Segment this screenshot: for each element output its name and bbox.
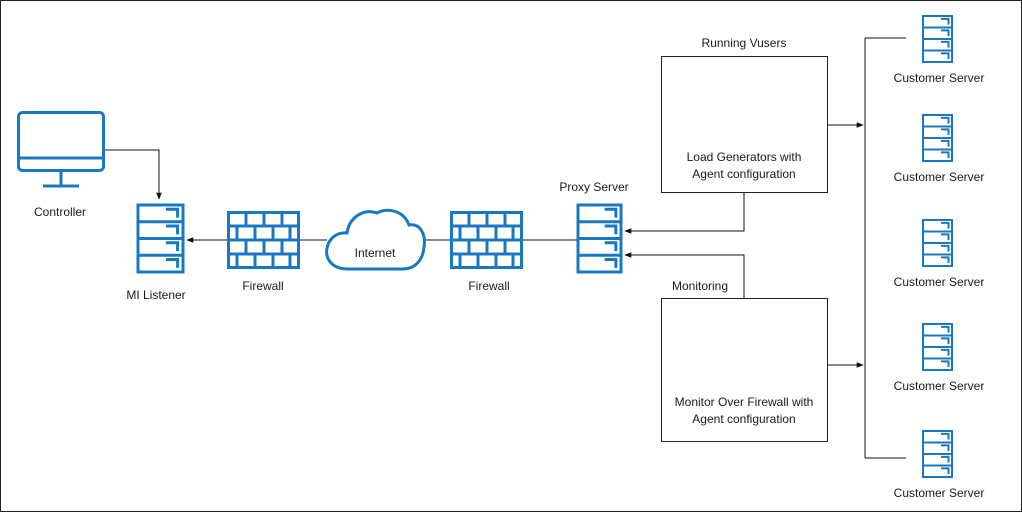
customer-server-icon — [922, 114, 953, 162]
controller-label: Controller — [33, 205, 87, 219]
customer-server-icon — [922, 219, 953, 267]
internet-label: Internet — [354, 246, 396, 260]
monitor-line1: Monitor Over Firewall with — [674, 395, 814, 409]
monitor-to-proxy-link — [624, 252, 745, 298]
mi-listener-server-icon — [136, 203, 185, 274]
customer-server-icon — [922, 323, 953, 371]
monitor-line2: Agent configuration — [692, 412, 796, 426]
server-icons-layer — [136, 15, 953, 478]
cloud-icon — [325, 208, 426, 271]
running-vusers-title: Running Vusers — [701, 36, 787, 50]
customer-server-icon — [922, 430, 953, 478]
connectors — [105, 37, 906, 459]
monitor-icon — [17, 111, 105, 188]
mi-listener-label: MI Listener — [126, 288, 186, 302]
customer-server-label: Customer Server — [893, 379, 985, 393]
firewall-left-label: Firewall — [242, 279, 284, 293]
proxy-server-icon — [576, 203, 623, 274]
customer-server-label: Customer Server — [893, 275, 985, 289]
customer-server-icon — [922, 15, 953, 63]
running-vusers-box — [661, 56, 828, 193]
customer-server-label: Customer Server — [893, 71, 985, 85]
load-generators-line2: Agent configuration — [692, 167, 796, 181]
monitoring-title: Monitoring — [671, 279, 729, 293]
controller-to-listener-link — [105, 149, 162, 200]
proxy-server-label: Proxy Server — [559, 180, 629, 194]
monitoring-box — [661, 298, 828, 442]
firewall-icon — [450, 211, 523, 269]
load-generators-line1: Load Generators with — [686, 150, 802, 164]
customer-server-label: Customer Server — [893, 486, 985, 500]
loadgen-to-proxy-link — [624, 193, 745, 234]
firewall-icon — [227, 211, 300, 269]
firewall-right-label: Firewall — [468, 279, 510, 293]
customer-server-label: Customer Server — [893, 170, 985, 184]
